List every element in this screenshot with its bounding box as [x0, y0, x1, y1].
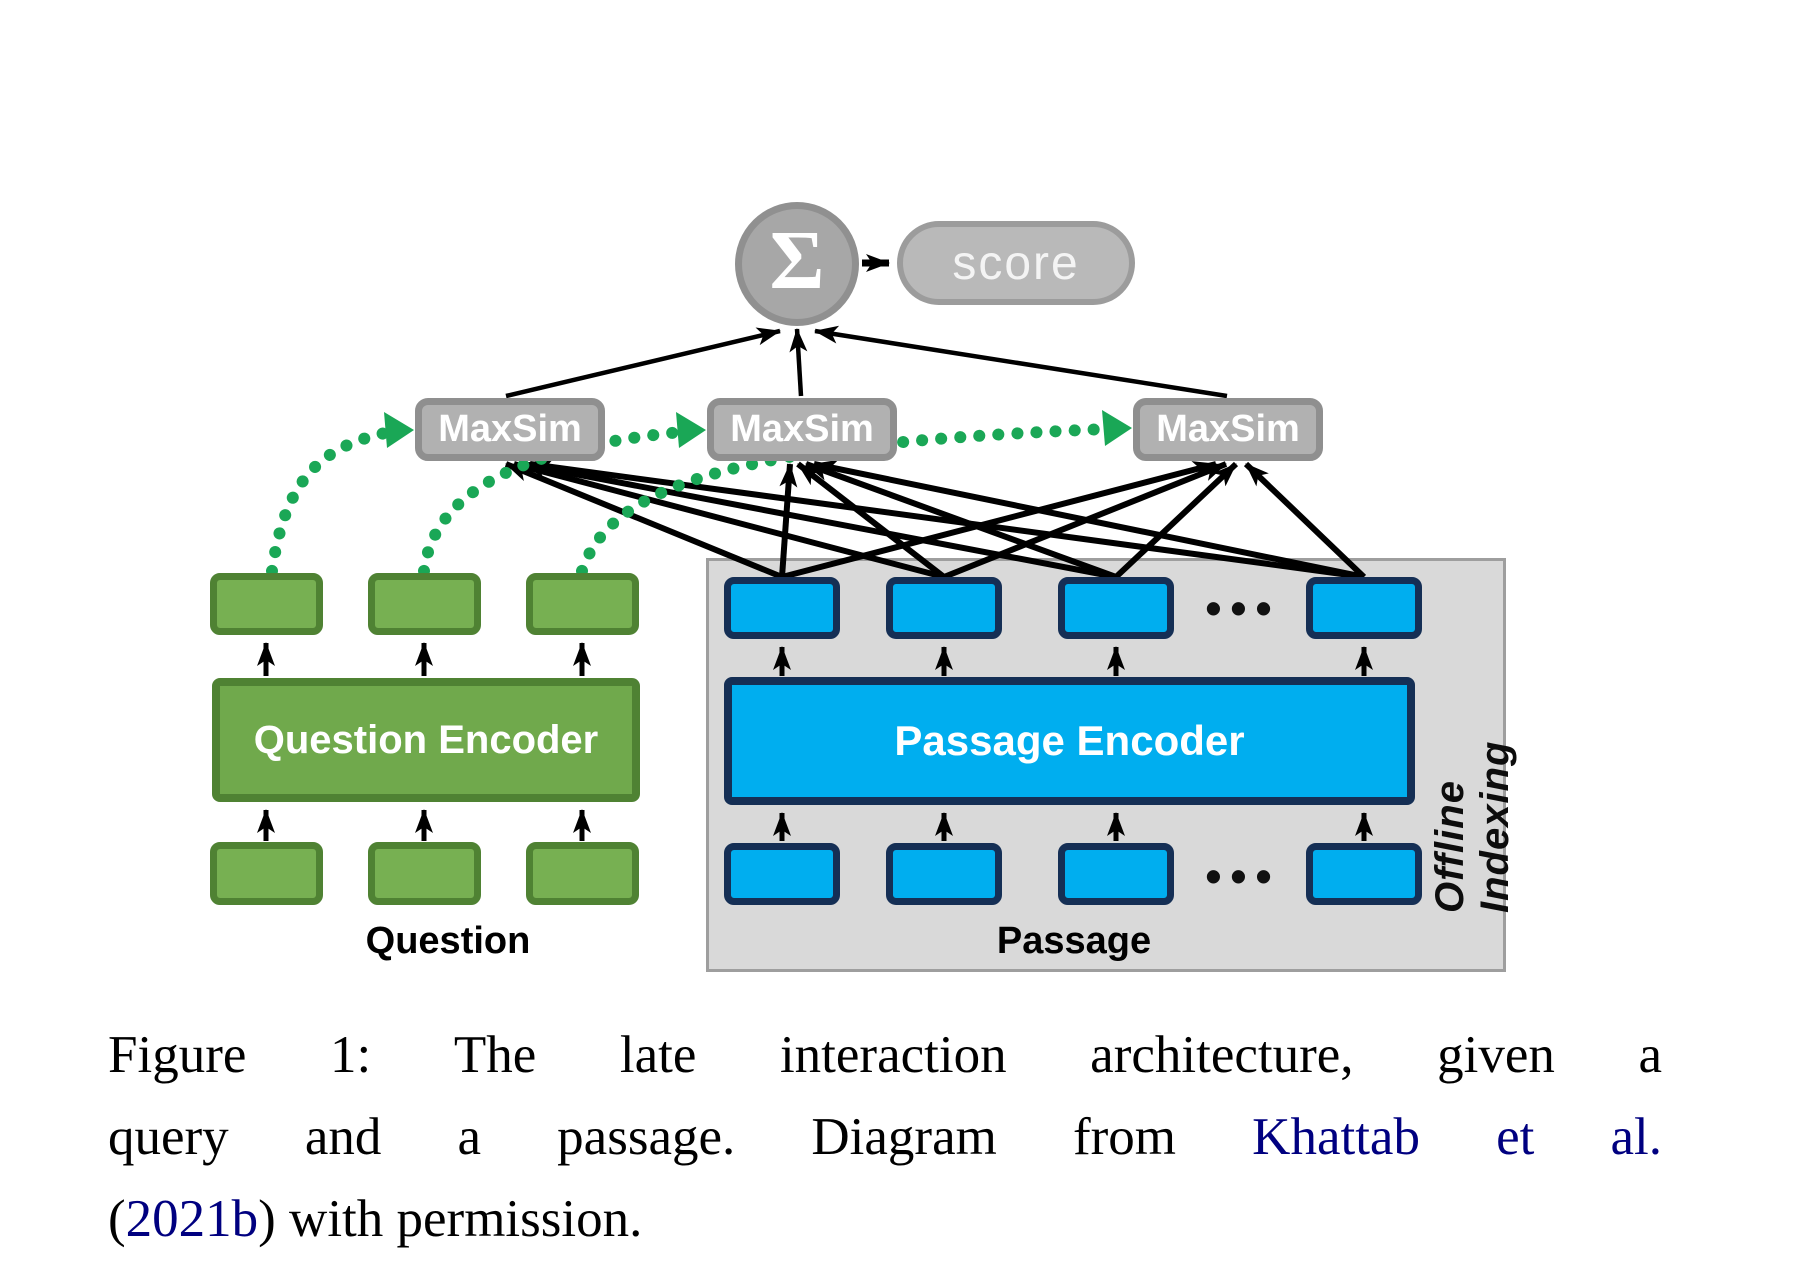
- green-arrowheads: [384, 410, 1132, 448]
- passage-embedding-box: [1306, 577, 1422, 639]
- passage-encoder-arrows: [773, 646, 1373, 841]
- passage-token-box: [1058, 843, 1174, 905]
- passage-token-box: [724, 843, 840, 905]
- sum-node: Σ: [735, 202, 859, 326]
- question-encoder-box: Question Encoder: [212, 678, 640, 802]
- sigma-symbol: Σ: [769, 214, 825, 307]
- maxsim-box-2: MaxSim: [707, 398, 897, 461]
- maxsim-box-3: MaxSim: [1133, 398, 1323, 461]
- query-maxsim-dotted-arrows: [266, 423, 1113, 577]
- citation-link-khattab[interactable]: Khattab et al.: [1252, 1108, 1662, 1166]
- ellipsis-top: •••: [1205, 582, 1281, 634]
- ellipsis-bottom: •••: [1205, 850, 1281, 902]
- passage-encoder-label: Passage Encoder: [894, 717, 1245, 764]
- passage-label: Passage: [996, 920, 1152, 962]
- passage-encoder-box: Passage Encoder: [724, 677, 1415, 805]
- figure-caption: Figure 1: The late interaction architect…: [108, 1014, 1662, 1260]
- maxsim-label: MaxSim: [1156, 408, 1300, 450]
- query-token-box: [526, 842, 639, 905]
- score-node: score: [897, 221, 1135, 305]
- maxsim-label: MaxSim: [438, 408, 582, 450]
- caption-line-2: query and a passage. Diagram from Khatta…: [108, 1108, 1662, 1166]
- question-encoder-arrows: [257, 642, 591, 841]
- caption-line-1: Figure 1: The late interaction architect…: [108, 1026, 1662, 1084]
- maxsim-box-1: MaxSim: [415, 398, 605, 461]
- passage-embedding-box: [1058, 577, 1174, 639]
- passage-embedding-box: [886, 577, 1002, 639]
- passage-token-box: [886, 843, 1002, 905]
- query-token-box: [368, 842, 481, 905]
- passage-embedding-box: [724, 577, 840, 639]
- citation-link-year[interactable]: 2021b: [125, 1190, 259, 1248]
- passage-token-box: [1306, 843, 1422, 905]
- offline-indexing-label: Offline Indexing: [1428, 740, 1517, 913]
- interaction-fan-lines: [504, 458, 1367, 580]
- maxsim-to-sum-arrows: [505, 325, 1228, 399]
- question-label: Question: [365, 920, 531, 962]
- query-embedding-box: [526, 573, 639, 635]
- maxsim-label: MaxSim: [730, 408, 874, 450]
- query-embedding-box: [210, 573, 323, 635]
- query-token-box: [210, 842, 323, 905]
- caption-line-3: (2021b) with permission.: [108, 1190, 643, 1248]
- score-label: score: [952, 236, 1080, 290]
- query-embedding-box: [368, 573, 481, 635]
- question-encoder-label: Question Encoder: [253, 717, 599, 762]
